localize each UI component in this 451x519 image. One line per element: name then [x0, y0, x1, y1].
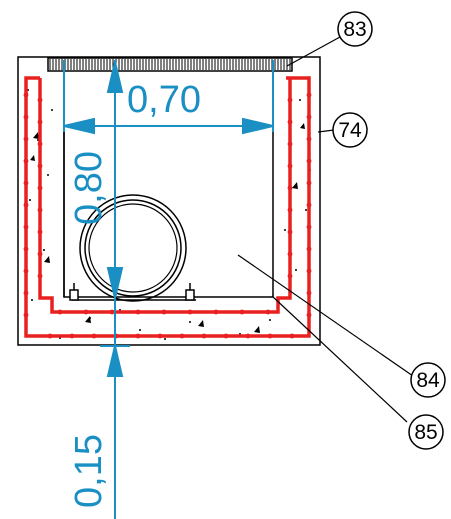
grate-bars	[49, 59, 291, 70]
rebar-dot	[135, 309, 141, 315]
support-bolt-left	[69, 289, 79, 301]
pipe-wall	[84, 199, 182, 297]
grate	[47, 57, 293, 72]
rebar-dot	[23, 136, 29, 142]
rebar-dot	[306, 312, 312, 318]
rebar-dot	[239, 309, 245, 315]
rebar-dot	[179, 333, 185, 339]
rebar-dot	[91, 333, 97, 339]
rebar-dot	[37, 207, 43, 213]
rebar-dot	[306, 92, 312, 98]
rebar-dot	[23, 224, 29, 230]
concrete-hatch	[25, 89, 311, 340]
rebar-dot	[23, 180, 29, 186]
dimension-width-arrow-right	[242, 117, 274, 135]
rebar-dot	[306, 268, 312, 274]
rebar-dot	[306, 202, 312, 208]
rebar-dot	[37, 251, 43, 257]
rebar-dot	[287, 251, 293, 257]
rebar-dot	[213, 309, 219, 315]
rebar-dot	[306, 114, 312, 120]
rebar-dot	[23, 246, 29, 252]
dimension-height-arrow-bottom	[106, 267, 124, 299]
rebar-dot	[306, 158, 312, 164]
pipe	[79, 194, 187, 302]
rebar-dot	[187, 309, 193, 315]
rebar-dot	[287, 273, 293, 279]
rebar-dot	[287, 97, 293, 103]
rebar-dot	[306, 224, 312, 230]
rebar-dot	[135, 333, 141, 339]
pipe-support	[69, 283, 196, 301]
dimension-base-arrow	[106, 345, 124, 377]
dimension-width-label: 0,70	[127, 79, 201, 121]
callout-84-label: 84	[416, 369, 440, 392]
rebar-dot	[23, 202, 29, 208]
concrete-outer-outline	[17, 56, 321, 346]
rebar-dot	[223, 333, 229, 339]
rebar-dot	[37, 185, 43, 191]
leader-84	[237, 254, 414, 377]
rebar-dot	[287, 207, 293, 213]
callout-85-label: 85	[414, 421, 437, 444]
dimension-width-arrow-left	[63, 117, 95, 135]
rebar-dot	[265, 309, 271, 315]
rebar-dot	[306, 290, 312, 296]
rebar-dot	[306, 180, 312, 186]
rebar-dot	[37, 141, 43, 147]
rebar-dot	[23, 312, 29, 318]
rebar-dot	[23, 290, 29, 296]
rebar-dot	[37, 119, 43, 125]
pipe-inner	[88, 203, 178, 293]
dimension-height-label: 0,80	[68, 151, 110, 225]
reinforcement-outer-u	[24, 76, 311, 338]
dimension-lines	[63, 60, 274, 519]
rebar-dot	[245, 333, 251, 339]
callout-85: 85	[408, 414, 444, 450]
leader-85	[271, 295, 408, 423]
callout-74-label: 74	[338, 119, 362, 142]
callout-83: 83	[337, 11, 373, 47]
rebar-dot	[83, 309, 89, 315]
leader-74	[317, 129, 335, 133]
callout-74: 74	[332, 112, 368, 148]
support-bolt-right	[185, 289, 195, 301]
rebar-dot	[287, 185, 293, 191]
rebar-dot	[57, 309, 63, 315]
rebar-dot	[287, 163, 293, 169]
rebar-dot	[23, 92, 29, 98]
rebar-dot	[37, 97, 43, 103]
callout-84: 84	[410, 362, 446, 398]
rebar-dot	[267, 333, 273, 339]
rebar-dot	[306, 136, 312, 142]
dimension-base-label: 0,15	[68, 434, 110, 508]
rebar-dot	[109, 309, 115, 315]
rebar-dot	[37, 163, 43, 169]
rebar-dot	[23, 268, 29, 274]
rebar-dot	[23, 158, 29, 164]
rebar-dot	[306, 246, 312, 252]
callout-leaders	[237, 36, 414, 423]
rebar-dot	[287, 229, 293, 235]
rebar-dot	[23, 114, 29, 120]
rebar-dot	[157, 333, 163, 339]
rebar-dot	[289, 333, 295, 339]
rebar-dot	[287, 141, 293, 147]
leader-83	[286, 36, 341, 67]
rebar-dot	[37, 273, 43, 279]
rebar-dot	[69, 333, 75, 339]
callout-83-label: 83	[343, 18, 366, 41]
rebar-dot	[201, 333, 207, 339]
rebar-dot	[161, 309, 167, 315]
dimension-height-arrow-top	[106, 61, 124, 93]
rebar-dot	[287, 119, 293, 125]
reinforcement-bar-dots	[23, 92, 312, 339]
rebar-dot	[47, 333, 53, 339]
pipe-outer	[79, 194, 187, 302]
rebar-dot	[37, 229, 43, 235]
